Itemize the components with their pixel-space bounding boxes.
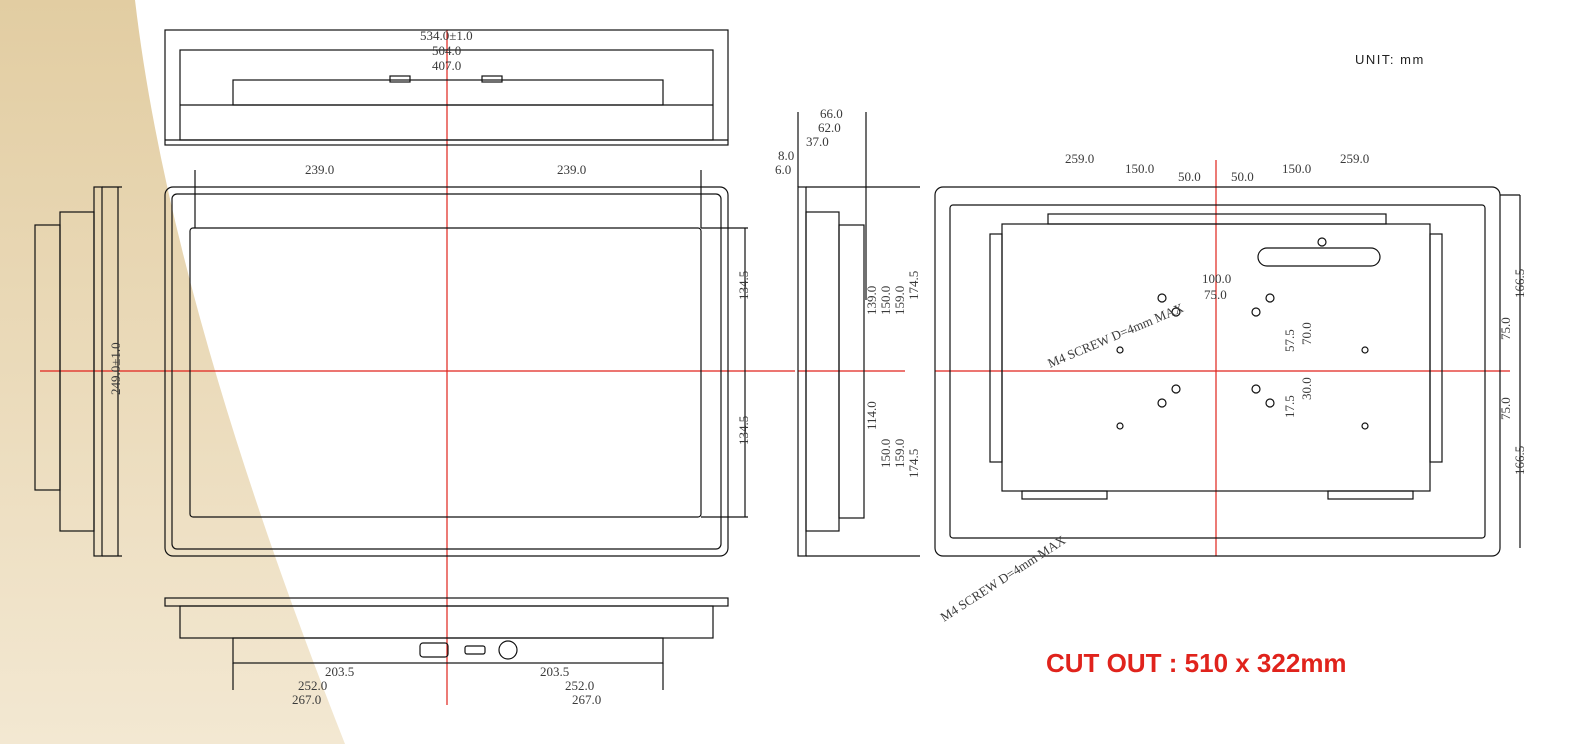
dimension-label: 252.0 xyxy=(565,678,594,693)
dimension-label: 159.0 xyxy=(892,286,907,315)
left-side-view xyxy=(34,186,122,557)
dimension-label: 166.5 xyxy=(1512,269,1527,298)
dimension-label: 30.0 xyxy=(1299,377,1314,400)
dimension-label: 150.0 xyxy=(878,286,893,315)
dimension-label: 166.5 xyxy=(1512,446,1527,475)
dimension-label: 150.0 xyxy=(1125,161,1154,176)
center-lines xyxy=(40,30,1510,705)
dimension-label: 50.0 xyxy=(1178,169,1201,184)
dimension-label: 134.5 xyxy=(736,271,751,300)
dimension-label: 504.0 xyxy=(432,43,461,58)
dimension-label: 17.5 xyxy=(1282,395,1297,418)
dimension-label: 134.5 xyxy=(736,416,751,445)
unit-label: UNIT: mm xyxy=(1355,52,1425,67)
dimension-label: 70.0 xyxy=(1299,322,1314,345)
dimension-label: 259.0 xyxy=(1340,151,1369,166)
dimension-label: 159.0 xyxy=(892,439,907,468)
dimension-label: 66.0 xyxy=(820,106,843,121)
bottom-view xyxy=(164,597,729,690)
dimension-label: 6.0 xyxy=(775,162,791,177)
vesa-screw-holes xyxy=(1157,293,1275,408)
dimension-label: 139.0 xyxy=(864,286,879,315)
dimension-label: 534.0±1.0 xyxy=(420,28,473,43)
dimension-label: 239.0 xyxy=(557,162,586,177)
dimension-label: 267.0 xyxy=(572,692,601,707)
dimension-label: 37.0 xyxy=(806,134,829,149)
dimension-label: 100.0 xyxy=(1202,271,1231,286)
cutout-label: CUT OUT : 510 x 322mm xyxy=(1046,648,1347,678)
top-view xyxy=(164,29,729,146)
front-view xyxy=(164,170,748,557)
dimension-label: 150.0 xyxy=(878,439,893,468)
screw-note: M4 SCREW D=4mm MAX xyxy=(937,532,1068,625)
dimension-label: 75.0 xyxy=(1498,317,1513,340)
dimension-label: 8.0 xyxy=(778,148,794,163)
dimension-label: 57.5 xyxy=(1282,329,1297,352)
dimension-label: 75.0 xyxy=(1498,397,1513,420)
dimension-label: 174.5 xyxy=(906,271,921,300)
dimension-label: 407.0 xyxy=(432,58,461,73)
dimension-label: 259.0 xyxy=(1065,151,1094,166)
dimension-label: 150.0 xyxy=(1282,161,1311,176)
dimension-label: 62.0 xyxy=(818,120,841,135)
dimension-label: 75.0 xyxy=(1204,287,1227,302)
dimension-label: 50.0 xyxy=(1231,169,1254,184)
screw-note: M4 SCREW D=4mm MAX xyxy=(1045,300,1186,371)
dimension-label: 114.0 xyxy=(864,401,879,430)
dimension-label: 203.5 xyxy=(325,664,354,679)
dimension-label: 252.0 xyxy=(298,678,327,693)
dimension-label: 267.0 xyxy=(292,692,321,707)
dimension-label: 239.0 xyxy=(305,162,334,177)
dimension-label: 174.5 xyxy=(906,449,921,478)
dimension-label: 249.0±1.0 xyxy=(108,342,123,395)
back-view xyxy=(934,186,1521,557)
dimension-label: 203.5 xyxy=(540,664,569,679)
side-profile-view xyxy=(797,112,920,557)
